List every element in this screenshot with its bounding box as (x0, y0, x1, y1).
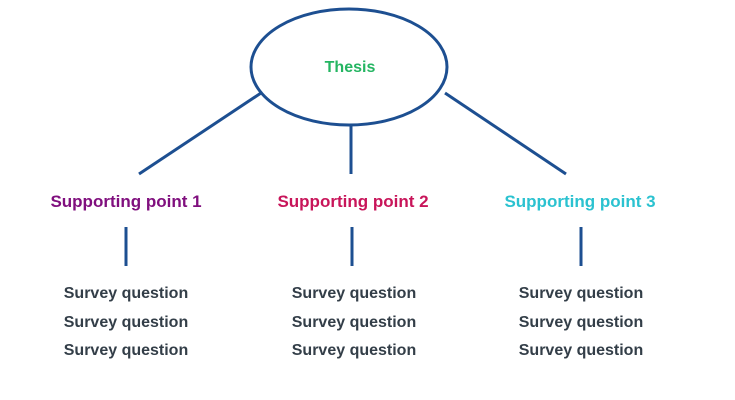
survey-question: Survey question (63, 285, 189, 302)
survey-question-list-2: Survey question Survey question Survey q… (254, 280, 454, 366)
supporting-point-2-label: Supporting point 2 (277, 192, 429, 211)
survey-question-list-3: Survey question Survey question Survey q… (481, 280, 681, 366)
supporting-point-3-label: Supporting point 3 (504, 192, 656, 211)
thesis-label: Thesis (324, 59, 376, 76)
survey-question: Survey question (518, 342, 644, 359)
survey-question: Survey question (63, 313, 189, 331)
survey-question: Survey question (63, 342, 189, 359)
connector-thesis-to-point-3 (444, 91, 567, 176)
connector-thesis-to-point-1 (138, 91, 262, 176)
survey-question-list-1: Survey question Survey question Survey q… (26, 280, 226, 366)
supporting-point-1-label: Supporting point 1 (50, 192, 202, 211)
survey-question: Survey question (291, 342, 417, 359)
thesis-node (249, 7, 449, 127)
survey-question: Survey question (291, 285, 417, 302)
survey-question: Survey question (518, 285, 644, 302)
survey-question: Survey question (518, 313, 644, 331)
survey-question: Survey question (291, 313, 417, 331)
